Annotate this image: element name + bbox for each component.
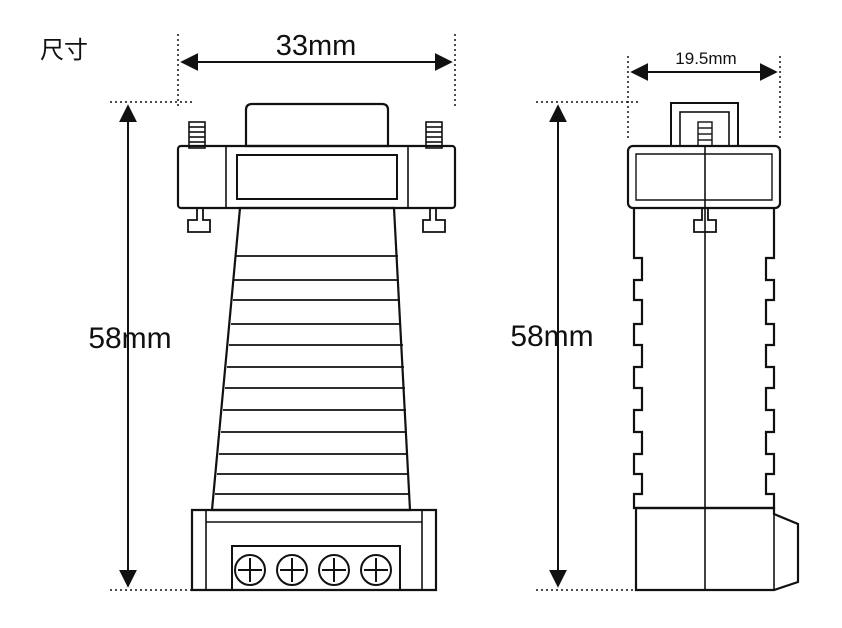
front-thumbscrews: [188, 121, 443, 149]
front-label-window: [236, 154, 398, 200]
side-height-label: 58mm: [510, 320, 593, 353]
front-width-label: 33mm: [276, 30, 357, 62]
dimensions-title: 尺寸: [40, 36, 88, 64]
front-bottom-screws: [187, 208, 446, 233]
front-ribs: [215, 255, 410, 495]
side-view: [536, 56, 800, 592]
side-extension-lines: [536, 56, 781, 591]
side-terminal-block: [634, 506, 800, 592]
terminal-block: [190, 508, 438, 592]
side-flange: [626, 144, 782, 210]
side-body: [632, 208, 776, 510]
terminal-screws: [234, 554, 392, 586]
db9-shell: [244, 102, 390, 148]
front-extension-lines: [110, 34, 456, 591]
front-height-label: 58mm: [88, 322, 171, 355]
side-width-label: 19.5mm: [675, 49, 736, 68]
front-view: [110, 34, 457, 592]
front-body: [210, 206, 412, 512]
